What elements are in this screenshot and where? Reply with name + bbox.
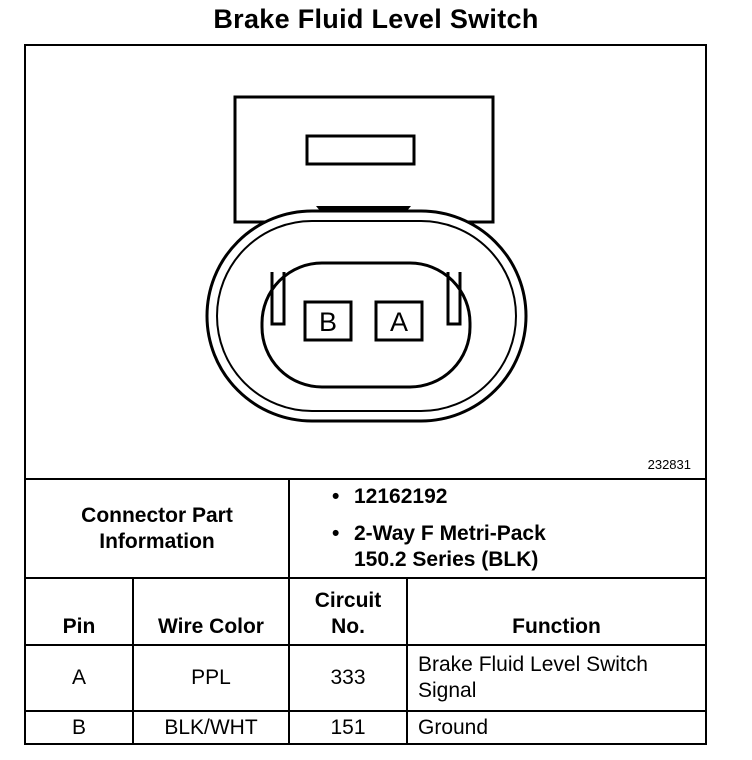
left-key <box>270 272 286 326</box>
connector-info-item: 12162192 <box>332 484 604 510</box>
pin-a-box <box>374 300 424 342</box>
col-line-2 <box>406 577 408 745</box>
header-wire-color: Wire Color <box>158 615 264 638</box>
pin-a-label: A <box>390 307 408 337</box>
row-b-function: Ground <box>418 715 489 739</box>
terminal-cavity <box>260 261 472 389</box>
row-a-function: Brake Fluid Level Switch Signal <box>418 653 648 702</box>
col-line-1 <box>288 478 290 745</box>
header-pin: Pin <box>62 615 96 638</box>
connector-info-list: 12162192 2-Way F Metri-Pack 150.2 Series… <box>332 482 604 573</box>
locking-tab-slot <box>305 134 416 166</box>
separator-row <box>26 710 705 712</box>
connector-info-label: Connector Part Information <box>81 503 233 553</box>
connector-drawing: B A <box>205 95 528 423</box>
pin-b-label: B <box>319 307 337 337</box>
separator-diagram <box>26 478 705 480</box>
separator-info <box>26 577 705 579</box>
row-b-circuit: 151 <box>330 715 366 739</box>
header-function: Function <box>512 615 601 638</box>
figure-number: 232831 <box>647 457 691 472</box>
header-circuit: Circuit No. <box>314 589 382 638</box>
row-b-wire-color: BLK/WHT <box>164 715 258 739</box>
right-key <box>446 272 462 326</box>
connector-info-item: 2-Way F Metri-Pack 150.2 Series (BLK) <box>332 521 604 573</box>
connector-inner-shell <box>216 220 517 412</box>
row-b-pin: B <box>71 715 86 739</box>
diagram-title: Brake Fluid Level Switch <box>213 4 539 34</box>
diagram-frame: B A 232831 Connector Part Information 12… <box>24 44 707 745</box>
pin-b-box <box>303 300 353 342</box>
row-a-wire-color: PPL <box>191 666 231 689</box>
row-a-pin: A <box>71 666 86 689</box>
separator-header <box>26 644 705 646</box>
col-line-0 <box>132 577 134 745</box>
row-a-circuit: 333 <box>330 666 366 689</box>
